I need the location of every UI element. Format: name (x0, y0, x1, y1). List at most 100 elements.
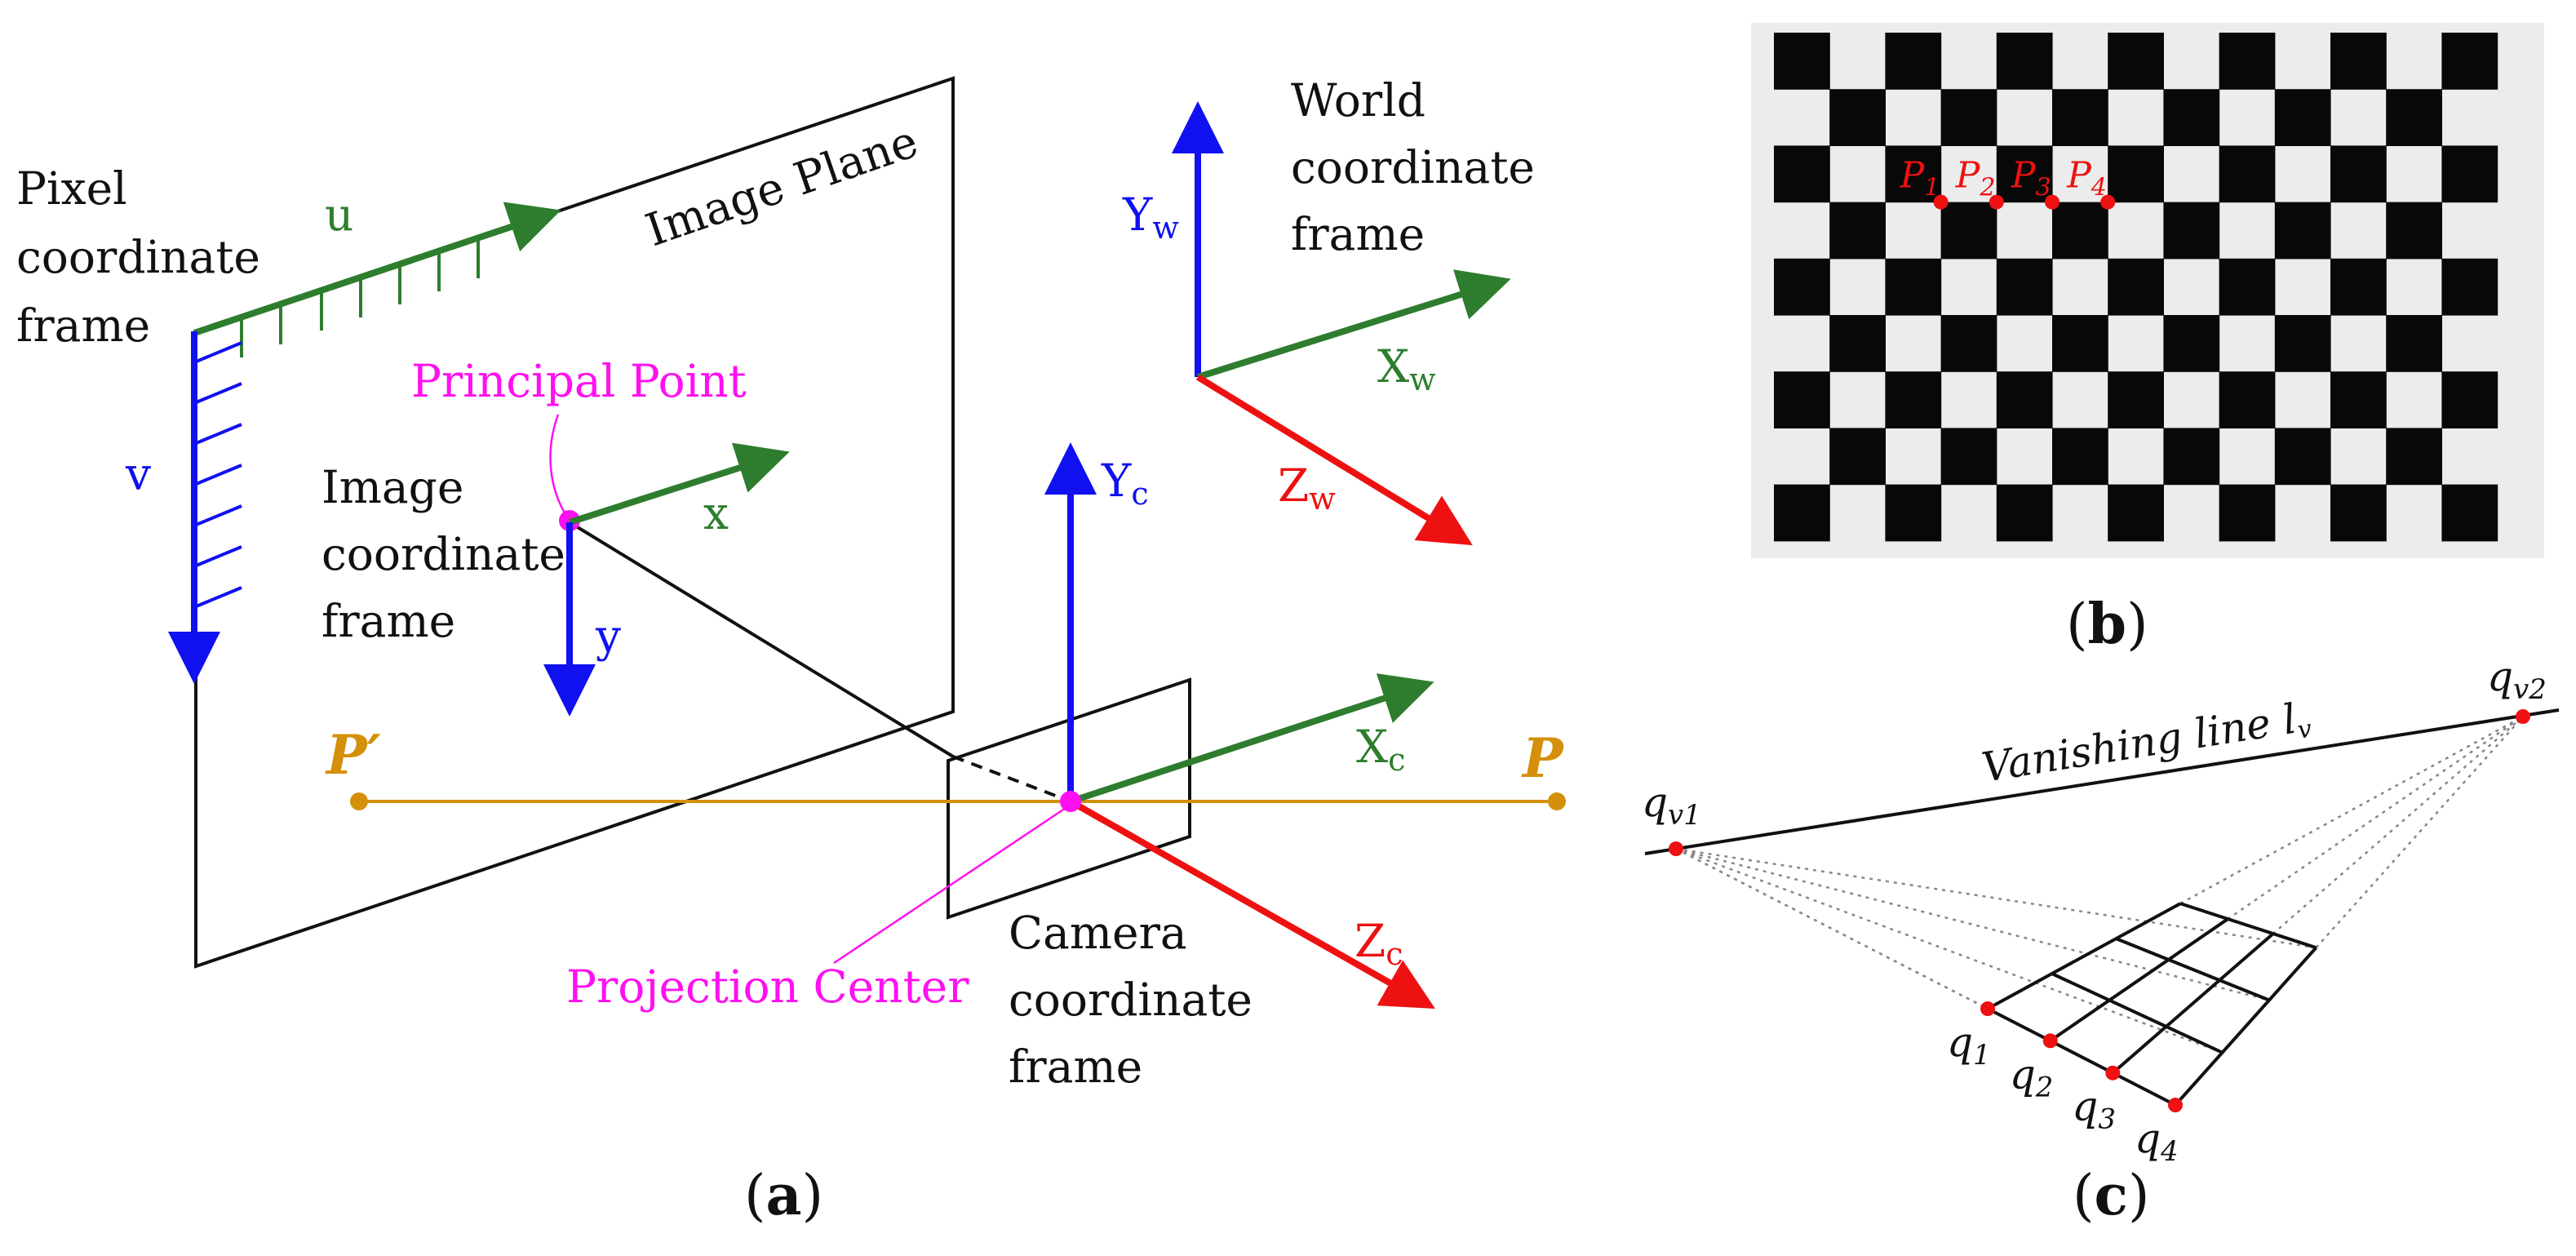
p-point (1548, 792, 1566, 810)
grid-line (2174, 946, 2317, 1107)
checker-point-label-3: P3 (2011, 155, 2051, 202)
checker-square (1829, 315, 1886, 372)
checker-square (2052, 202, 2108, 260)
checker-square (2163, 202, 2220, 260)
svg-text:coordinate: coordinate (16, 231, 260, 283)
camera-plane (947, 677, 1191, 920)
svg-text:coordinate: coordinate (1291, 141, 1535, 193)
checker-point-label-2: P2 (1955, 155, 1996, 202)
checker-square (2108, 258, 2164, 316)
checker-square (1996, 33, 2053, 90)
svg-text:Image: Image (321, 461, 463, 513)
checker-square (1829, 202, 1886, 260)
checker-square (2163, 428, 2220, 486)
checkerboard-points: P1 P2 P3 P4 (1900, 155, 2116, 210)
u-ticks (240, 237, 480, 357)
p-prime-label: P′ (325, 723, 381, 787)
checker-square (2330, 484, 2387, 542)
checker-square (1996, 258, 2053, 316)
checker-square (1829, 89, 1886, 146)
checker-point-3 (2045, 194, 2059, 210)
ray-line (1675, 847, 1989, 1010)
checker-square (1996, 484, 2053, 542)
xc-label: Xc (1356, 721, 1405, 778)
q-point-3 (2105, 1065, 2121, 1081)
checker-square (2441, 371, 2498, 428)
world-x-axis (1196, 269, 1511, 380)
checker-point-4 (2100, 194, 2116, 210)
checker-square (1885, 371, 1942, 428)
grid-line (2111, 932, 2274, 1075)
svg-text:frame: frame (321, 595, 455, 647)
ray-line (1675, 847, 2270, 1001)
svg-text:coordinate: coordinate (1009, 974, 1253, 1026)
svg-text:frame: frame (1009, 1041, 1142, 1093)
xw-label: Xw (1377, 340, 1436, 397)
caption-b: (b) (2066, 592, 2148, 657)
u-label: u (325, 189, 353, 241)
camera-z-axis (1069, 798, 1435, 1009)
checker-point-label-1: P1 (1900, 155, 1940, 202)
yc-label: Yc (1101, 455, 1149, 512)
checker-square (2274, 315, 2331, 372)
checker-square (2330, 145, 2387, 203)
checker-square (2108, 484, 2164, 542)
camera-frame-label: Camera coordinate frame (1009, 907, 1253, 1093)
q-label-4: q4 (2135, 1115, 2179, 1168)
world-frame-label: World coordinate frame (1291, 74, 1535, 260)
svg-text:frame: frame (16, 300, 150, 352)
grid-line (2115, 937, 2270, 1002)
checker-square (2219, 258, 2276, 316)
q-point-2 (2042, 1033, 2058, 1049)
checker-square (1996, 145, 2053, 203)
yw-label: Yw (1122, 189, 1179, 246)
checker-square (2386, 315, 2442, 372)
checker-square (2330, 371, 2387, 428)
checker-square (2386, 428, 2442, 486)
checker-square (2441, 145, 2498, 203)
grid-line (2179, 902, 2317, 950)
world-z-axis (1195, 374, 1473, 546)
checker-square (1940, 202, 1997, 260)
ray-line (2227, 715, 2524, 921)
checker-square (1885, 484, 1942, 542)
checker-square (2330, 258, 2387, 316)
projection-center (1060, 791, 1081, 812)
checker-square (2386, 202, 2442, 260)
x-label: x (703, 487, 729, 539)
ray-line (2272, 716, 2524, 935)
checker-square (2108, 33, 2164, 90)
panel-b: P1 P2 P3 P4 (b) (1751, 23, 2544, 657)
p-label: P (1521, 726, 1565, 790)
checker-square (2219, 371, 2276, 428)
v-ticks (193, 341, 242, 609)
camera-x-axis (1069, 673, 1434, 805)
principal-point-label: Principal Point (411, 355, 747, 407)
checker-square (1940, 89, 1997, 146)
svg-text:frame: frame (1291, 208, 1425, 260)
y-label: y (595, 610, 621, 662)
grid-line (2051, 972, 2224, 1054)
vanishing-line-label: Vanishing line lv (1979, 693, 2314, 795)
checker-square (1885, 258, 1942, 316)
checker-square (1940, 315, 1997, 372)
checker-square (2441, 484, 2498, 542)
checker-square (1885, 145, 1942, 203)
q-label-2: q2 (2010, 1050, 2054, 1103)
panel-a: P′ P u v Pixel coordinate (16, 74, 1566, 1228)
checker-square (2330, 33, 2387, 90)
checker-square (1774, 371, 1830, 428)
v-label: v (125, 448, 151, 500)
checker-square (2108, 371, 2164, 428)
caption-a: (a) (744, 1163, 823, 1228)
checker-point-label-4: P4 (2066, 155, 2107, 202)
qv1-point (1669, 841, 1683, 856)
checker-square (2052, 89, 2108, 146)
checker-point-2 (1989, 194, 2004, 210)
projection-ray-dashed (952, 755, 1071, 803)
pixel-frame-label: Pixel coordinate frame (16, 162, 260, 352)
vanishing-line (1644, 708, 2560, 855)
checker-square (2274, 89, 2331, 146)
